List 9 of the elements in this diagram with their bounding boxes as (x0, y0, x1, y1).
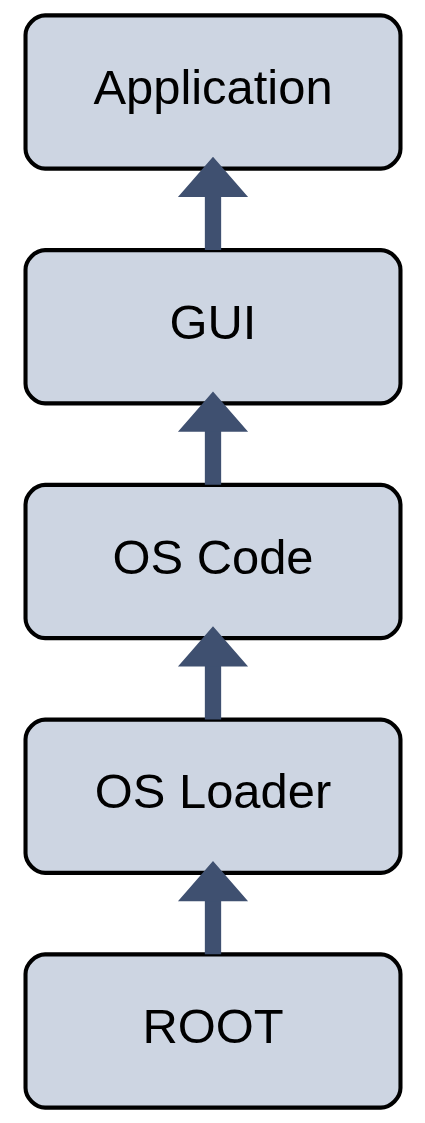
node-box: GUI (23, 248, 403, 406)
arrow (177, 861, 248, 955)
arrow (177, 626, 248, 720)
node-box: OS Code (23, 482, 403, 641)
node-box: Application (23, 13, 403, 171)
arrow (177, 391, 248, 485)
node-box: ROOT (23, 952, 403, 1110)
node-box: OS Loader (23, 717, 403, 875)
arrow (177, 156, 248, 250)
